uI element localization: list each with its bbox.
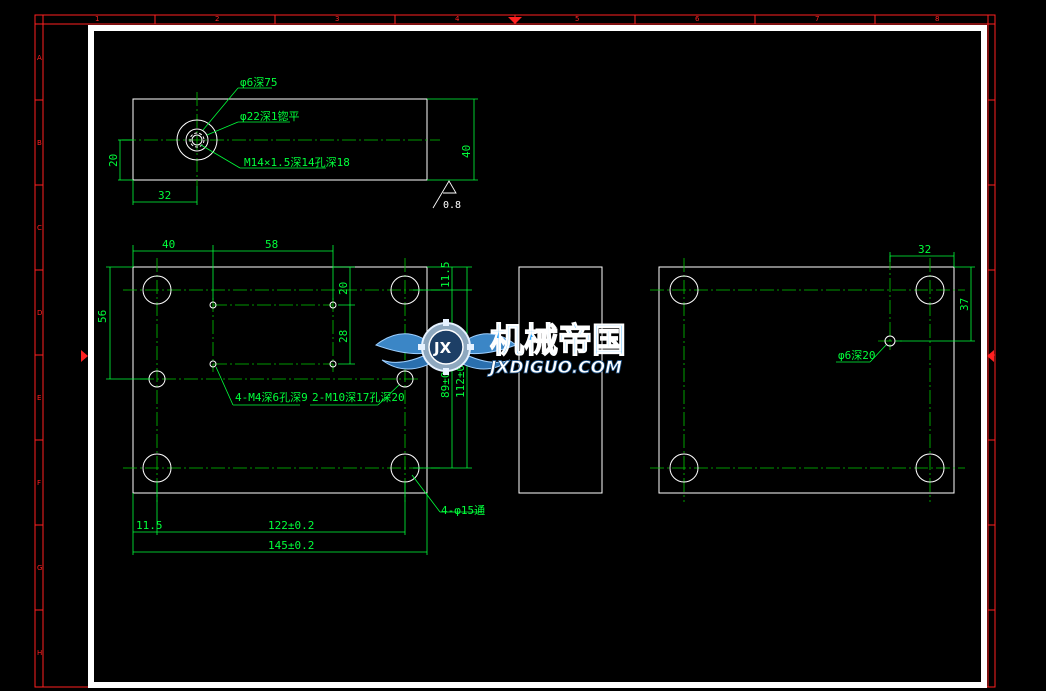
- dim-11-5-bottom: 11.5: [136, 519, 163, 532]
- dim-total-40: 40: [460, 145, 473, 158]
- callout-m10-holes: 2-M10深17孔深20: [312, 391, 405, 404]
- zone-label-top: 7: [815, 15, 819, 23]
- zone-label-left: A: [37, 54, 42, 62]
- pin-hole: [884, 335, 896, 347]
- dim-offset-32: 32: [158, 189, 171, 202]
- callout-counterbore: φ22深1锪平: [240, 110, 300, 123]
- threaded-hole-m4: [209, 360, 217, 368]
- zone-label-left: B: [37, 139, 42, 147]
- callout-thread: M14×1.5深14孔深18: [244, 156, 350, 169]
- surface-roughness-symbol: [432, 180, 457, 209]
- front-view: 40 58 56 20 28 11.5 89±0.2 112±0.2 4-M4深…: [96, 238, 485, 555]
- watermark-url: JXDIGUO.COM: [487, 358, 622, 378]
- callout-hole-depth: φ6深75: [240, 76, 278, 89]
- through-hole: [915, 453, 945, 483]
- right-view: 32 37 φ6深20: [650, 243, 975, 502]
- zone-label-top: 2: [215, 15, 219, 23]
- dim-32: 32: [918, 243, 931, 256]
- zone-label-top: 4: [455, 15, 460, 23]
- callout-m4-holes: 4-M4深6孔深9: [235, 391, 308, 404]
- zone-label-top: 1: [95, 15, 99, 23]
- threaded-hole-m4: [209, 301, 217, 309]
- through-hole: [669, 453, 699, 483]
- callout-phi15-holes: 4-φ15通: [441, 504, 485, 517]
- dim-145: 145±0.2: [268, 539, 314, 552]
- zone-label-left: G: [37, 564, 42, 572]
- watermark: JX 机械帝国 JXDIGUO.COM: [374, 319, 627, 378]
- side-view: [518, 266, 603, 494]
- zone-label-left: H: [37, 649, 42, 657]
- dim-28: 28: [337, 330, 350, 343]
- centering-marks: [81, 17, 994, 362]
- zone-label-left: F: [37, 479, 41, 487]
- dim-40: 40: [162, 238, 175, 251]
- zone-label-left: C: [37, 224, 42, 232]
- dim-122: 122±0.2: [268, 519, 314, 532]
- through-hole: [142, 275, 172, 305]
- through-hole: [669, 275, 699, 305]
- top-view: φ6深75 φ22深1锪平 M14×1.5深14孔深18 20 32 40 0.…: [107, 76, 478, 211]
- threaded-hole-m4: [329, 360, 337, 368]
- left-centering-mark: [81, 350, 88, 362]
- dim-20: 20: [337, 282, 350, 295]
- zone-label-left: D: [37, 309, 42, 317]
- through-hole: [915, 275, 945, 305]
- zone-label-top: 8: [935, 15, 939, 23]
- threaded-hole-m4: [329, 301, 337, 309]
- zone-label-top: 5: [575, 15, 579, 23]
- sheet-border: [88, 25, 987, 688]
- dim-height-20: 20: [107, 154, 120, 167]
- roughness-value: 0.8: [443, 200, 461, 211]
- zone-labels: 1 2 3 4 5 6 7 8 A B C D E F G H: [37, 15, 939, 657]
- watermark-title: 机械帝国: [490, 321, 626, 361]
- zone-label-left: E: [37, 394, 41, 402]
- callout-phi6-hole: φ6深20: [838, 349, 876, 362]
- zone-label-top: 3: [335, 15, 339, 23]
- right-centering-mark: [987, 350, 994, 362]
- gear-icon: JX: [418, 319, 474, 375]
- watermark-badge: JX: [433, 339, 452, 357]
- threaded-hole-m10: [396, 370, 414, 388]
- top-centering-mark: [508, 17, 522, 24]
- zone-label-top: 6: [695, 15, 700, 23]
- dim-11-5-right: 11.5: [439, 262, 452, 289]
- dim-37: 37: [958, 298, 971, 311]
- dim-58: 58: [265, 238, 278, 251]
- dim-56: 56: [96, 310, 109, 323]
